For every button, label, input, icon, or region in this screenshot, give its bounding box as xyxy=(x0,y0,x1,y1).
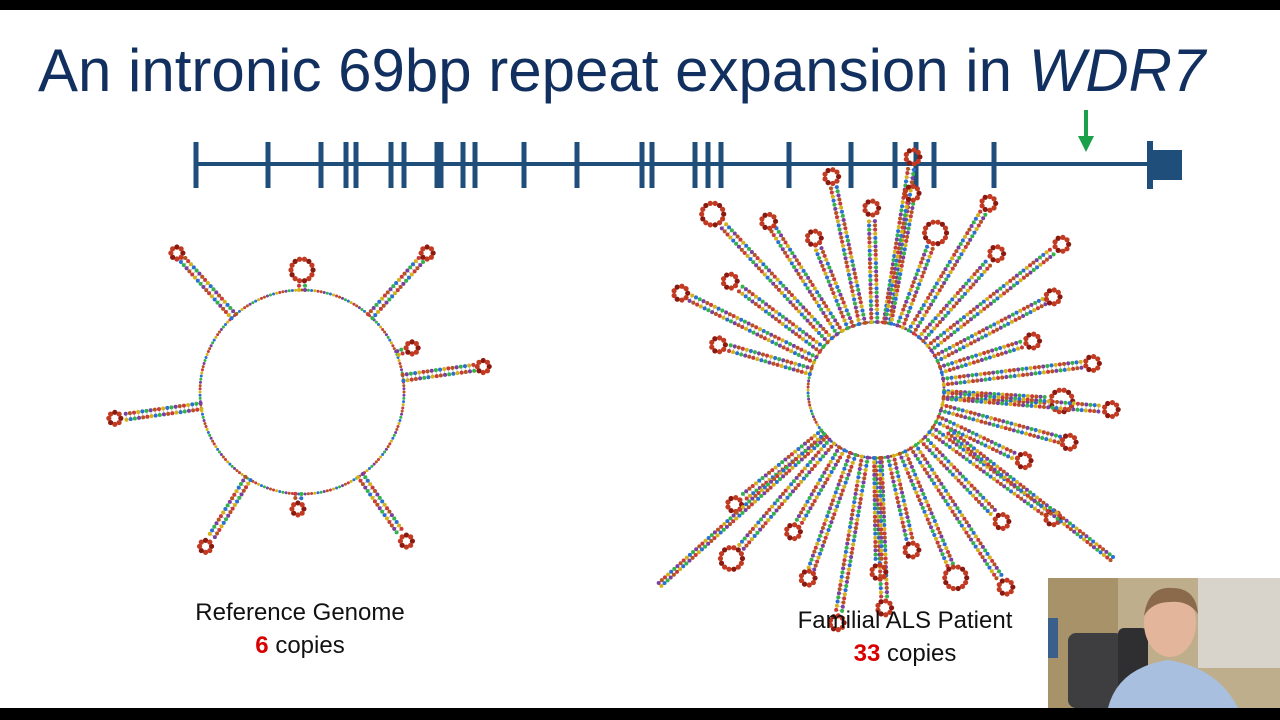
title-gene: WDR7 xyxy=(1028,37,1206,104)
exon-mark xyxy=(574,142,580,188)
hairpin-stem xyxy=(883,183,922,326)
rna-structure-reference xyxy=(106,244,492,555)
hairpin-stem xyxy=(366,244,436,321)
exon-mark xyxy=(718,142,724,188)
exon-mark xyxy=(434,142,440,188)
reference-copies: 6 copies xyxy=(160,629,440,662)
reference-copy-count: 6 xyxy=(255,632,269,659)
exon-mark xyxy=(848,142,854,188)
hairpin-stem xyxy=(827,454,870,633)
hairpin-stem xyxy=(895,219,950,330)
hairpin-stem xyxy=(932,287,1063,363)
hairpin-stem xyxy=(671,283,819,365)
patient-copy-count: 33 xyxy=(853,640,881,667)
exon-mark xyxy=(705,142,711,188)
hairpin-stem xyxy=(918,435,1012,531)
slide-artwork xyxy=(106,110,1182,633)
hairpin-stem xyxy=(699,200,834,345)
exon-mark xyxy=(343,142,349,188)
hairpin-stem xyxy=(395,339,421,357)
exon-mark xyxy=(991,142,997,188)
hairpin-stem xyxy=(289,491,307,518)
hairpin-stem xyxy=(798,450,858,588)
hairpin-stem xyxy=(717,437,837,572)
webcam-overlay xyxy=(1048,578,1280,708)
hairpin-stem xyxy=(908,443,1016,597)
reference-copy-unit: copies xyxy=(275,632,345,659)
reference-caption: Reference Genome 6 copies xyxy=(160,596,440,662)
hairpin-stem xyxy=(759,211,844,337)
hairpin-stem xyxy=(784,445,847,542)
hairpin-stem xyxy=(941,353,1102,387)
exon-mark xyxy=(438,142,444,188)
hairpin-stem xyxy=(916,244,1007,344)
exon-mark xyxy=(193,142,199,188)
hairpin-stem xyxy=(869,455,889,582)
exon-mark xyxy=(401,142,407,188)
hairpin-stem xyxy=(288,256,316,292)
hairpin-stem xyxy=(941,390,1121,420)
hairpin-stem xyxy=(709,335,814,377)
hairpin-stem xyxy=(938,402,1079,452)
reference-label: Reference Genome xyxy=(195,599,405,626)
hairpin-stem xyxy=(805,228,856,331)
hairpin-stem xyxy=(106,401,204,427)
hairpin-stem xyxy=(168,244,238,321)
exon-mark xyxy=(265,142,271,188)
structure-backbone xyxy=(198,288,406,496)
patient-copy-unit: copies xyxy=(887,640,957,667)
hairpin-stem xyxy=(356,471,415,550)
patient-caption: Familial ALS Patient 33 copies xyxy=(760,604,1050,670)
webcam-person-image xyxy=(1048,578,1280,708)
patient-copies: 33 copies xyxy=(760,637,1050,670)
long-tail-stem xyxy=(946,428,1115,563)
patient-label: Familial ALS Patient xyxy=(797,607,1013,634)
slide-title: An intronic 69bp repeat expansion in WDR… xyxy=(38,36,1205,105)
gene-model-diagram xyxy=(193,110,1182,189)
rna-structure-patient xyxy=(656,147,1121,633)
hairpin-stem xyxy=(862,198,882,325)
exon-mark xyxy=(318,142,324,188)
slide: An intronic 69bp repeat expansion in WDR… xyxy=(0,10,1280,708)
hairpin-stem xyxy=(885,453,922,560)
hairpin-stem xyxy=(906,193,999,336)
hairpin-stem xyxy=(400,357,492,383)
exon-mark xyxy=(931,142,937,188)
hairpin-stem xyxy=(938,331,1043,375)
exon-mark xyxy=(388,142,394,188)
long-tail-stem xyxy=(656,432,829,588)
hairpin-stem xyxy=(927,425,1063,528)
exon-mark xyxy=(639,142,645,188)
hairpin-stem xyxy=(897,449,970,592)
hairpin-stem xyxy=(822,167,868,327)
exon-mark xyxy=(649,142,655,188)
exon-mark xyxy=(786,142,792,188)
exon-mark xyxy=(892,142,898,188)
hairpin-stem xyxy=(720,271,826,354)
title-text: An intronic 69bp repeat expansion in xyxy=(38,37,1013,104)
repeat-location-arrow-head xyxy=(1078,136,1094,152)
exon-mark xyxy=(521,142,527,188)
terminal-exon xyxy=(1150,150,1182,180)
hairpin-stem xyxy=(196,474,253,555)
exon-mark xyxy=(472,142,478,188)
exon-mark xyxy=(353,142,359,188)
hairpin-stem xyxy=(925,234,1072,353)
exon-mark xyxy=(692,142,698,188)
exon-mark xyxy=(460,142,466,188)
